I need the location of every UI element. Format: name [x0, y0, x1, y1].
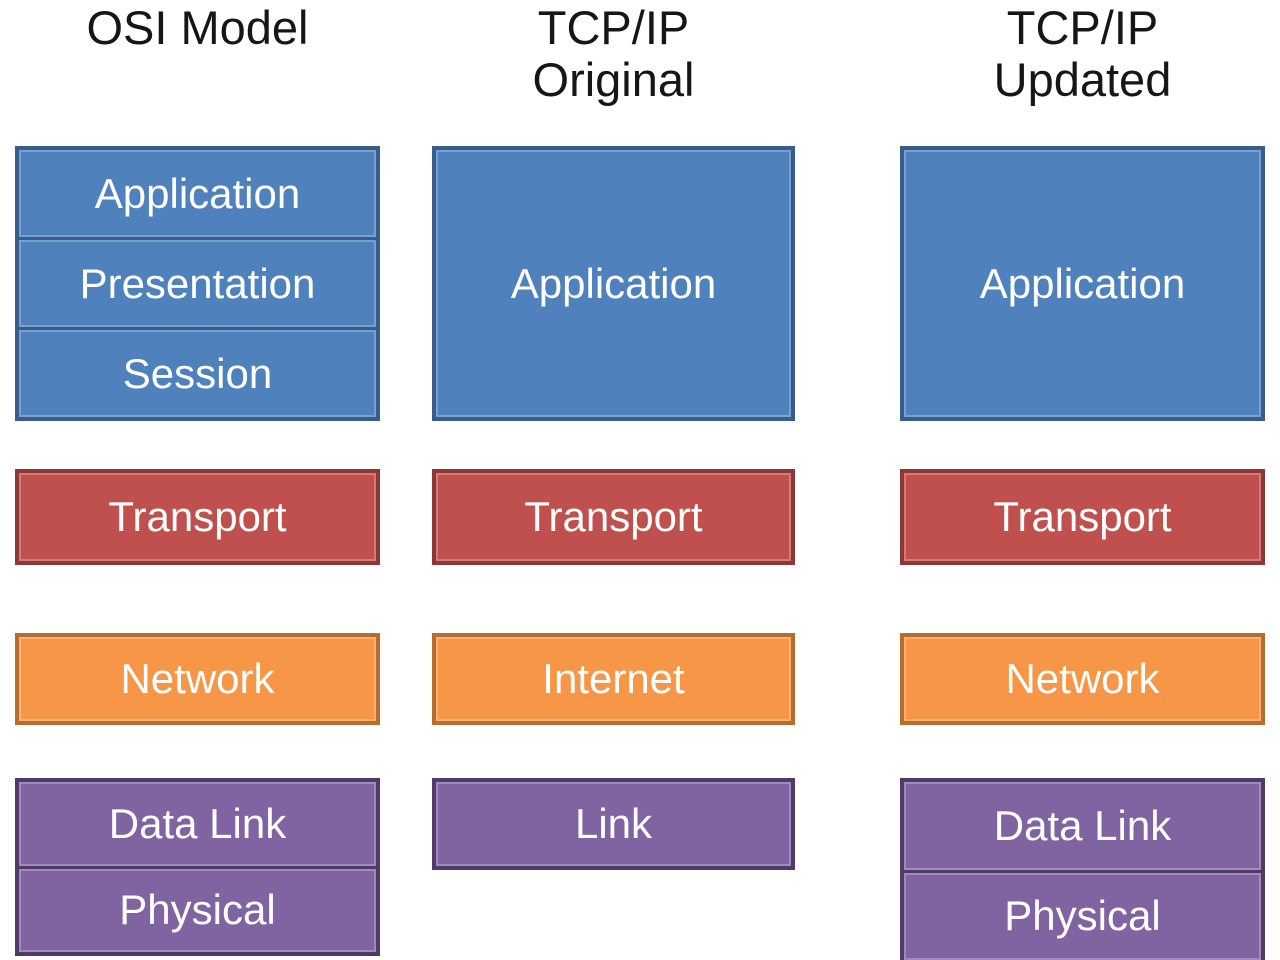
tcpip-updated-layer-physical: Physical: [904, 869, 1261, 960]
tcpip-updated-layer-data-link: Data Link: [904, 782, 1261, 870]
column-title-osi-model: OSI Model: [15, 2, 380, 54]
osi-layer-network: Network: [15, 633, 380, 725]
tcpip-original-layer-application: Application: [432, 146, 795, 421]
osi-layer-transport: Transport: [15, 469, 380, 565]
tcpip-original-layer-internet: Internet: [432, 633, 795, 725]
osi-upper-layers-group: Application Presentation Session: [15, 146, 380, 421]
osi-layer-application: Application: [19, 150, 376, 237]
tcpip-original-layer-transport: Transport: [432, 469, 795, 565]
osi-layer-data-link: Data Link: [19, 782, 376, 866]
osi-layer-physical: Physical: [19, 865, 376, 953]
tcpip-original-title-line2: Original: [532, 53, 695, 106]
tcpip-updated-layer-transport: Transport: [900, 469, 1265, 565]
column-title-tcpip-updated: TCP/IP Updated: [900, 2, 1265, 106]
column-title-tcpip-original: TCP/IP Original: [432, 2, 795, 106]
osi-layer-session: Session: [19, 327, 376, 417]
tcpip-updated-layer-network: Network: [900, 633, 1265, 725]
tcpip-updated-title-line2: Updated: [993, 53, 1172, 106]
tcpip-original-title-line1: TCP/IP: [537, 1, 690, 54]
tcpip-updated-layer-application: Application: [900, 146, 1265, 421]
osi-model-title-text: OSI Model: [86, 1, 309, 54]
osi-lower-layers-group: Data Link Physical: [15, 778, 380, 956]
tcpip-original-layer-link: Link: [432, 778, 795, 870]
osi-layer-presentation: Presentation: [19, 237, 376, 327]
tcpip-updated-lower-layers-group: Data Link Physical: [900, 778, 1265, 960]
tcpip-updated-title-line1: TCP/IP: [1006, 1, 1159, 54]
